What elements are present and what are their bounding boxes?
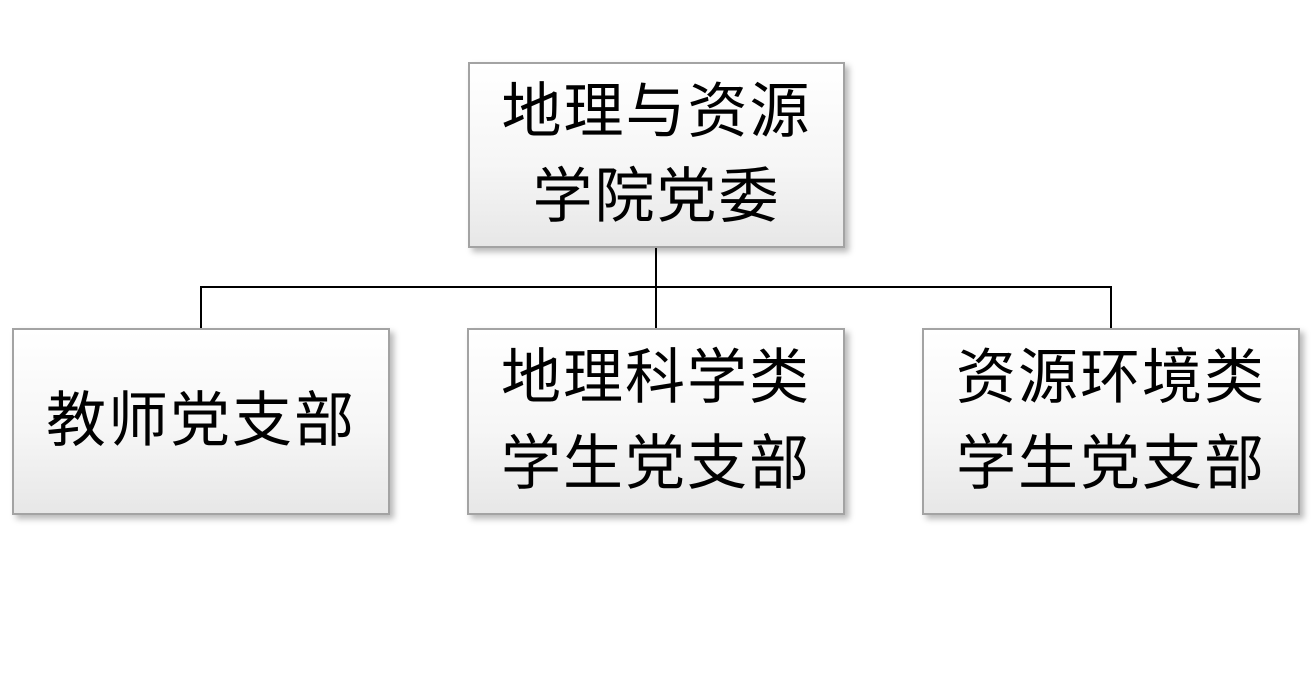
- org-node-label-line: 教师党支部: [46, 385, 356, 456]
- org-node-label-line: 学生党支部: [956, 428, 1266, 499]
- connector-horizontal: [200, 286, 1112, 288]
- connector-left-stem: [200, 286, 202, 328]
- org-node-resource-environment-student-branch: 资源环境类 学生党支部: [922, 328, 1300, 515]
- org-node-label-line: 地理与资源: [501, 76, 812, 147]
- org-node-label-line: 地理科学类: [501, 343, 811, 414]
- org-node-label-line: 资源环境类: [956, 343, 1266, 414]
- org-node-geographic-science-student-branch: 地理科学类 学生党支部: [467, 328, 845, 515]
- org-node-label-line: 学生党支部: [501, 428, 811, 499]
- connector-root-stem: [655, 248, 657, 328]
- org-node-label-line: 学院党委: [532, 162, 781, 232]
- org-node-college-party-committee: 地理与资源 学院党委: [468, 62, 845, 248]
- connector-right-stem: [1110, 286, 1112, 328]
- org-node-teacher-party-branch: 教师党支部: [12, 328, 390, 515]
